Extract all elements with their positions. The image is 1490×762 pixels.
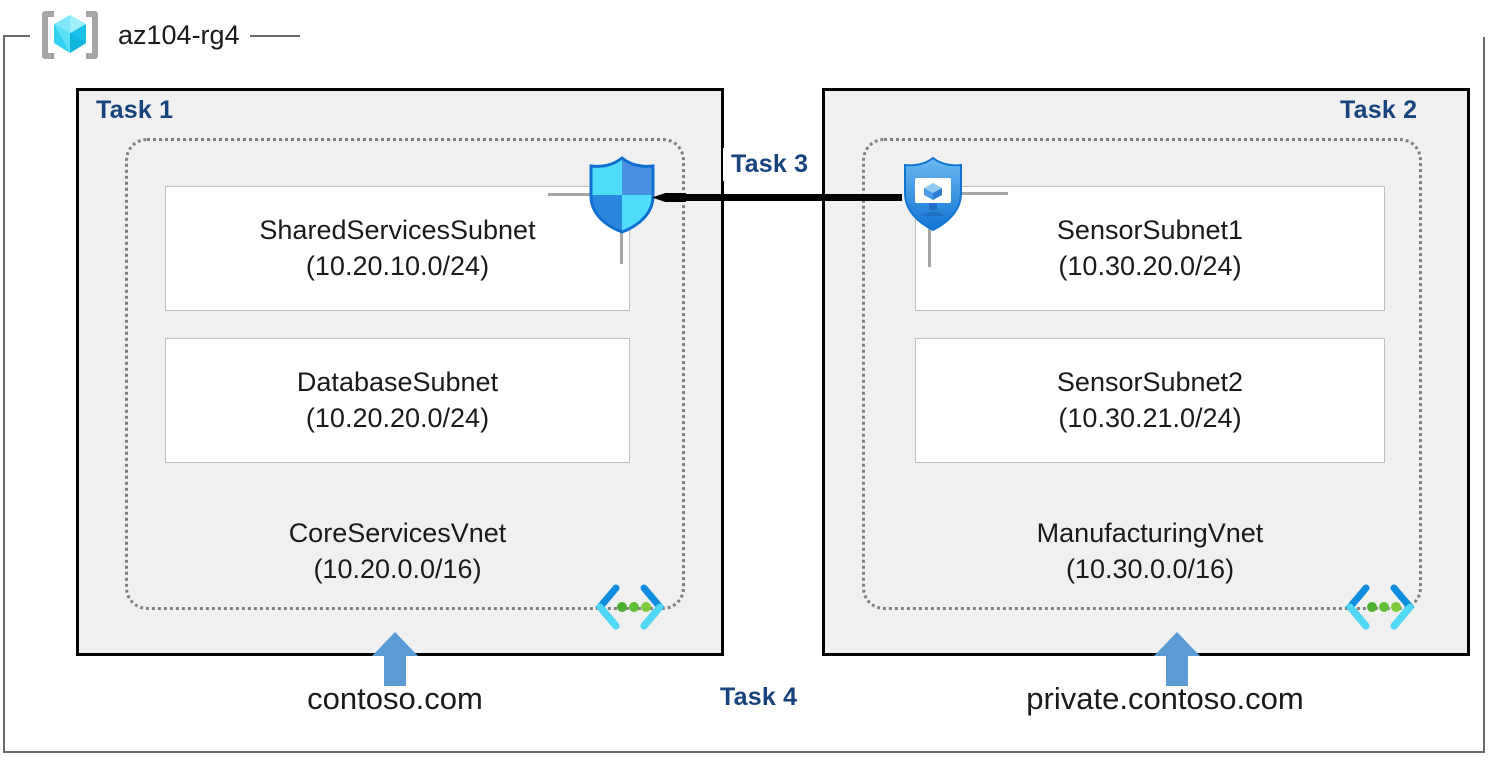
peering-arrow-left-icon xyxy=(652,186,902,209)
subnet-cidr: (10.30.20.0/24) xyxy=(1058,250,1242,281)
dns-link-up-arrow-icon xyxy=(371,632,419,686)
subnet-name: DatabaseSubnet xyxy=(296,366,499,397)
vnet-cidr: (10.30.0.0/16) xyxy=(1065,553,1235,584)
shield-connector-left xyxy=(548,193,592,196)
subnet-shared-services[interactable]: SharedServicesSubnet (10.20.10.0/24) xyxy=(165,186,630,311)
subnet-name: SensorSubnet1 xyxy=(1056,214,1244,245)
resource-group-header: az104-rg4 xyxy=(30,0,250,70)
subnet-cidr: (10.20.10.0/24) xyxy=(305,250,490,281)
dns-zone-contoso: contoso.com xyxy=(307,681,483,716)
subnet-cidr: (10.30.21.0/24) xyxy=(1058,402,1242,433)
private-endpoint-connector-down xyxy=(928,225,931,267)
core-services-vnet-boundary xyxy=(125,138,685,610)
shield-connector-down xyxy=(620,222,623,264)
vnet-cidr: (10.20.0.0/16) xyxy=(313,553,482,584)
private-endpoint-shield-icon xyxy=(900,156,966,232)
private-endpoint-connector-right xyxy=(960,192,1008,195)
dns-zone-private-contoso: private.contoso.com xyxy=(1026,681,1304,716)
vnet-name: CoreServicesVnet xyxy=(288,518,507,548)
shield-icon xyxy=(586,156,658,234)
virtual-network-icon xyxy=(1344,584,1416,630)
task2-label: Task 2 xyxy=(1340,96,1418,124)
task4-label: Task 4 xyxy=(720,683,798,711)
subnet-sensor2[interactable]: SensorSubnet2 (10.30.21.0/24) xyxy=(915,338,1385,463)
subnet-name: SensorSubnet2 xyxy=(1056,366,1244,397)
dns-link-up-arrow-icon xyxy=(1153,632,1201,686)
core-services-vnet-caption: CoreServicesVnet (10.20.0.0/16) xyxy=(165,516,630,588)
manufacturing-vnet-caption: ManufacturingVnet (10.30.0.0/16) xyxy=(915,516,1385,588)
task1-label: Task 1 xyxy=(96,96,174,124)
subnet-name: SharedServicesSubnet xyxy=(259,214,536,245)
virtual-network-icon xyxy=(594,584,666,630)
resource-group-cube-icon xyxy=(40,7,100,63)
manufacturing-vnet-boundary xyxy=(862,138,1422,610)
task3-label: Task 3 xyxy=(723,148,817,181)
subnet-cidr: (10.20.20.0/24) xyxy=(305,402,490,433)
subnet-sensor1[interactable]: SensorSubnet1 (10.30.20.0/24) xyxy=(915,186,1385,311)
resource-group-header-rule xyxy=(300,35,1485,37)
resource-group-name: az104-rg4 xyxy=(118,19,240,50)
vnet-name: ManufacturingVnet xyxy=(1036,518,1264,548)
subnet-database[interactable]: DatabaseSubnet (10.20.20.0/24) xyxy=(165,338,630,463)
